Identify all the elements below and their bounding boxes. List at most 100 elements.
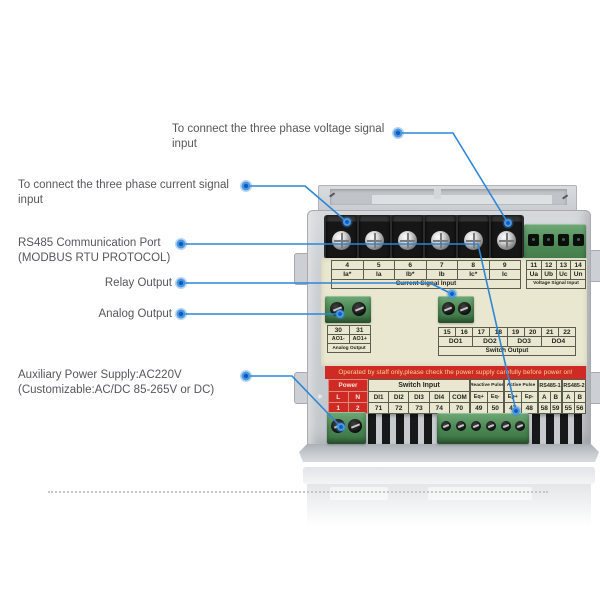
pulse-rs485-connector: [437, 413, 529, 444]
terminal-label: Ic*: [457, 270, 489, 279]
terminal-label: AO1+: [348, 335, 371, 343]
terminal-screw: [497, 231, 516, 250]
terminal-number: 55: [564, 404, 572, 412]
terminal-label: COM: [448, 392, 469, 402]
annotation-rs485: RS485 Communication Port (MODBUS RTU PRO…: [18, 237, 171, 264]
callout-dot: [176, 239, 186, 249]
table-title: Active Pulse: [506, 383, 536, 388]
terminal-ia-plus: [326, 215, 357, 259]
callout-dot-target: [336, 310, 344, 318]
terminal-number: 6: [394, 261, 426, 270]
terminal-number: 70: [448, 403, 469, 413]
table-title: Reactive Pulse: [471, 383, 503, 388]
case-screw-right: [561, 193, 569, 201]
connector-screw: [456, 421, 466, 431]
terminal-number: 31: [348, 326, 371, 334]
connector-screw: [486, 421, 496, 431]
callout-dot: [176, 278, 186, 288]
connector-hole: [558, 234, 569, 246]
terminal-label: Ic: [488, 270, 521, 279]
case-screw-left: [328, 191, 336, 199]
connector-hole: [528, 234, 539, 246]
active-pulse-table: Active Pulse Ep+Ep- 4748: [504, 379, 538, 414]
connector-screw: [442, 302, 455, 315]
callout-dot: [176, 309, 186, 319]
back-panel-bar: [372, 195, 552, 204]
connector-screw: [458, 302, 471, 315]
reflection-dotted-line: [48, 491, 548, 493]
terminal-label: Eq+: [473, 394, 484, 400]
terminal-number: 5: [362, 261, 395, 270]
analog-output-connector: [325, 296, 371, 323]
connector-screw: [352, 302, 366, 316]
relay-group-label: DO3: [506, 337, 541, 346]
terminal-number: 17: [472, 328, 489, 337]
terminal-label: A: [541, 393, 547, 401]
terminal-label: Ep+: [507, 394, 518, 400]
terminal-label: Eq-: [486, 392, 504, 402]
callout-dot-target: [448, 290, 456, 298]
terminal-number: 13: [555, 261, 571, 270]
relay-output-connector: [438, 296, 474, 323]
terminal-ic-plus: [458, 215, 489, 259]
terminal-number: 9: [488, 261, 521, 270]
terminal-number: 15: [443, 328, 451, 336]
back-panel-tab: [434, 189, 441, 199]
terminal-number: 21: [540, 328, 558, 337]
terminal-label: B: [549, 392, 562, 402]
annotation-current-signal: To connect the three phase current signa…: [18, 179, 229, 206]
connector-hole: [573, 234, 584, 246]
terminal-label: Ib: [425, 270, 458, 279]
terminal-label: Uc: [555, 270, 571, 279]
connector-screw: [471, 421, 481, 431]
terminal-number: 74: [428, 403, 449, 413]
callout-dot-target: [512, 407, 520, 415]
terminal-number: 7: [425, 261, 458, 270]
terminal-label: Un: [570, 270, 585, 279]
terminal-label: Ep-: [520, 392, 538, 402]
terminal-number: 4: [345, 261, 350, 269]
terminal-label: N: [347, 392, 368, 402]
terminal-number: 49: [475, 404, 483, 412]
table-title: Analog Output: [332, 345, 366, 351]
terminal-number: 11: [530, 261, 538, 269]
terminal-label: A: [565, 393, 571, 401]
terminal-number: 14: [570, 261, 585, 270]
callout-dot-target: [343, 218, 351, 226]
power-warning-mark: ✳: [317, 394, 323, 401]
terminal-number: 71: [374, 404, 383, 412]
terminal-number: 73: [408, 403, 428, 413]
callout-dot-target: [504, 219, 512, 227]
relay-group-label: DO4: [540, 337, 575, 346]
table-title: Power: [338, 382, 358, 389]
callout-dot-target: [337, 423, 345, 431]
table-title: Voltage Signal Input: [533, 281, 579, 287]
terminal-number: 72: [388, 403, 408, 413]
terminal-ib: [425, 215, 456, 259]
reflection-highlight: [330, 487, 388, 500]
annotation-voltage-signal: To connect the three phase voltage signa…: [172, 123, 385, 150]
terminal-label: B: [573, 392, 586, 402]
terminal-label: Ia: [362, 270, 395, 279]
table-title: Switch Output: [485, 347, 529, 355]
relay-group-label: DO2: [472, 337, 506, 346]
terminal-ib-plus: [392, 215, 423, 259]
table-title: RS485-1: [539, 382, 561, 389]
terminal-number: 56: [573, 403, 586, 413]
terminal-label: DI1: [373, 393, 384, 401]
terminal-screw: [398, 231, 417, 250]
connector-screw: [515, 421, 525, 431]
terminal-label: Ua: [529, 270, 539, 278]
warning-strip: Operated by staff only,please check the …: [325, 366, 586, 379]
terminal-number: 16: [455, 328, 472, 337]
terminal-number: 8: [457, 261, 489, 270]
annotation-relay-output: Relay Output: [104, 277, 172, 289]
